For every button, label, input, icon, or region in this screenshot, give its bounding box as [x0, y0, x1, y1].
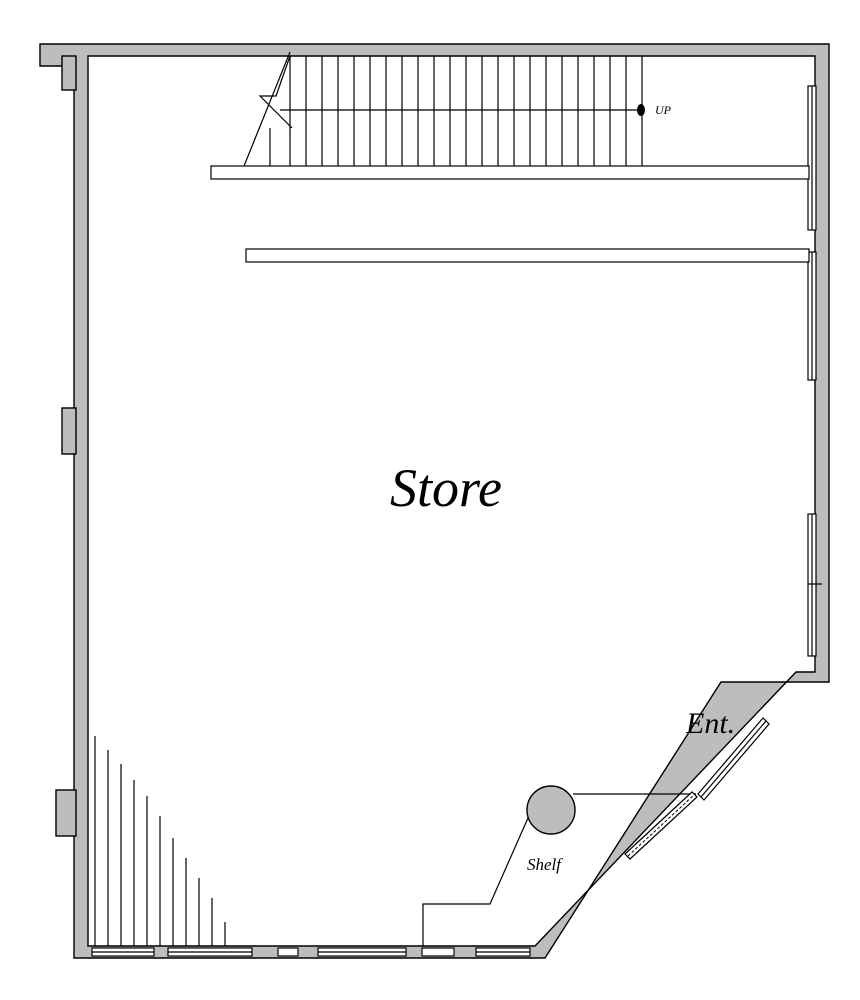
- round-column: [526, 785, 576, 835]
- shelf-fixture: [422, 791, 698, 946]
- pilaster-top: [61, 55, 77, 91]
- entrance-door[interactable]: [697, 717, 770, 801]
- exterior-wall: [39, 43, 830, 959]
- stairs-up-label: UP: [655, 103, 672, 117]
- stair-direction-dot: [637, 104, 645, 116]
- wall-shelf-board: [245, 248, 810, 263]
- right-wall-windows: [807, 85, 822, 657]
- entrance-label: Ent.: [685, 707, 735, 740]
- pilaster-middle: [61, 407, 77, 455]
- shelf-label: Shelf: [527, 855, 563, 874]
- bottom-wall-windows: [91, 947, 531, 957]
- pilaster-bottom: [55, 789, 77, 837]
- room-label: Store: [390, 458, 502, 518]
- display-rack: [94, 736, 226, 946]
- stair-landing-rail: [210, 165, 810, 180]
- staircase: [243, 51, 645, 167]
